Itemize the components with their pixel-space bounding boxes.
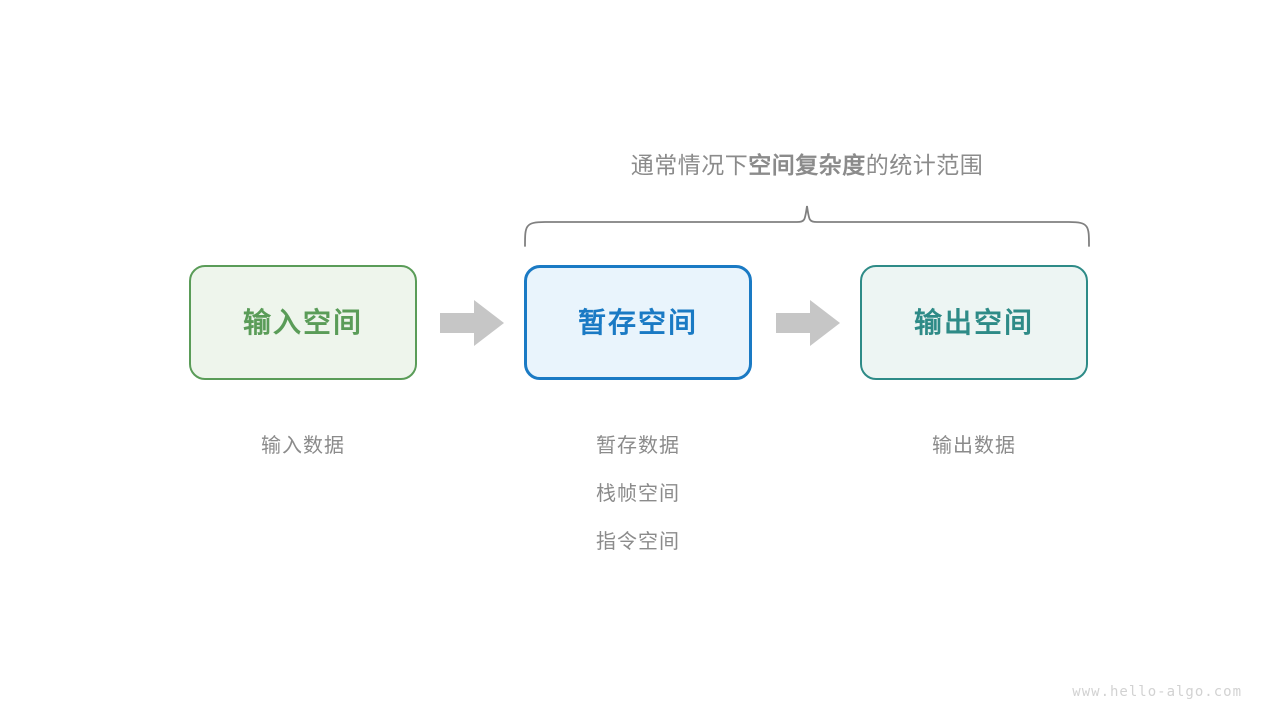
caption-temp-1: 栈帧空间 — [596, 483, 680, 505]
brace-caption: 通常情况下空间复杂度的统计范围 — [0, 146, 1280, 180]
caption-column-output: 输出数据 — [860, 422, 1088, 470]
curly-brace-icon — [524, 205, 1090, 247]
arrow-right-icon-1 — [440, 300, 504, 346]
caption-temp-2: 指令空间 — [596, 531, 680, 553]
caption-output-0: 输出数据 — [932, 435, 1016, 457]
caption-column-temp: 暂存数据 栈帧空间 指令空间 — [524, 422, 752, 566]
box-input-space[interactable]: 输入空间 — [189, 265, 417, 380]
caption-temp-0: 暂存数据 — [596, 435, 680, 457]
arrow-right-icon-2 — [776, 300, 840, 346]
box-output-space-label: 输出空间 — [913, 306, 1034, 338]
watermark: www.hello-algo.com — [1072, 684, 1242, 700]
box-temp-space[interactable]: 暂存空间 — [524, 265, 752, 380]
box-output-space[interactable]: 输出空间 — [860, 265, 1088, 380]
caption-column-input: 输入数据 — [189, 422, 417, 470]
brace-caption-emphasis: 空间复杂度 — [748, 152, 866, 178]
box-input-space-label: 输入空间 — [242, 306, 363, 338]
caption-input-0: 输入数据 — [261, 435, 345, 457]
brace-caption-suffix: 的统计范围 — [865, 152, 984, 178]
brace-caption-prefix: 通常情况下 — [630, 152, 749, 178]
box-temp-space-label: 暂存空间 — [577, 306, 698, 338]
